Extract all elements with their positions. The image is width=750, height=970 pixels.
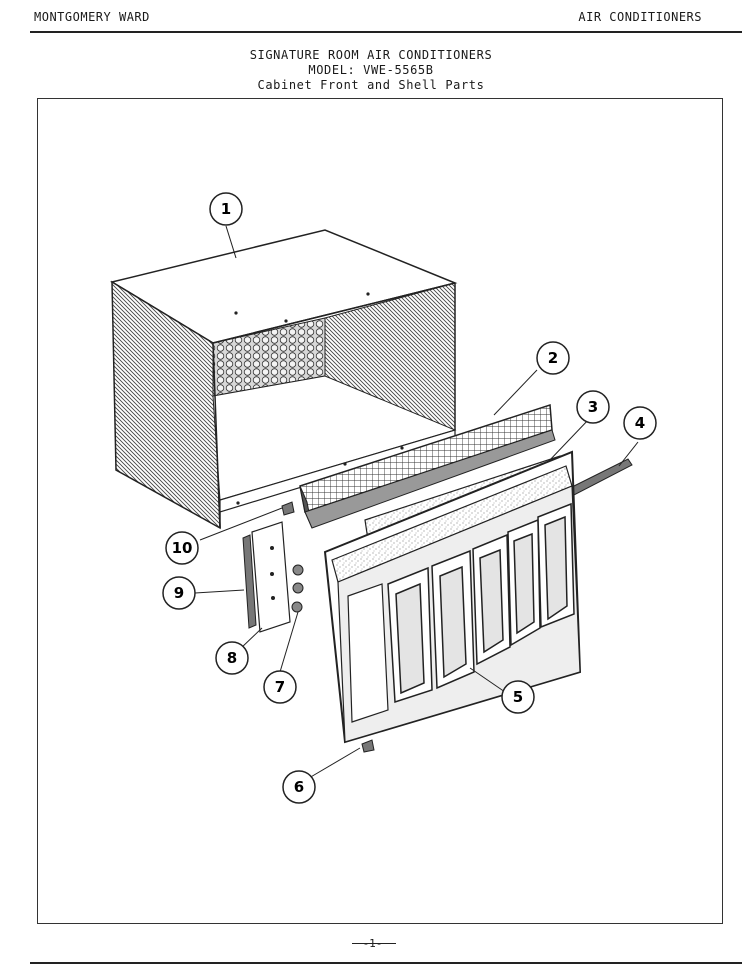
callout-3: 3: [576, 390, 610, 424]
callout-9-label: 9: [174, 584, 184, 602]
callout-9: 9: [162, 576, 196, 610]
cabinet-shell: [110, 229, 458, 530]
callout-4: 4: [623, 406, 657, 440]
front-panel: [323, 450, 582, 744]
callout-10-label: 10: [172, 539, 193, 557]
callout-7-label: 7: [275, 678, 285, 696]
louver-grille: [299, 403, 556, 529]
control-panel: [251, 521, 291, 633]
mounting-screw: [281, 501, 295, 516]
diagram-title: SIGNATURE ROOM AIR CONDITIONERS: [249, 48, 493, 62]
callout-8-label: 8: [227, 649, 237, 667]
header-category: AIR CONDITIONERS: [578, 10, 702, 24]
retaining-clip: [361, 739, 375, 753]
footer-rule: [30, 962, 742, 964]
callout-5-label: 5: [513, 688, 523, 706]
callout-7: 7: [263, 670, 297, 704]
callout-4-label: 4: [635, 414, 645, 432]
callout-10: 10: [165, 531, 199, 565]
front-panel-doors: [387, 502, 575, 704]
callout-1-label: 1: [221, 200, 231, 218]
callout-2: 2: [536, 341, 570, 375]
callout-1: 1: [209, 192, 243, 226]
callout-3-label: 3: [588, 398, 598, 416]
header-manufacturer: MONTGOMERY WARD: [34, 10, 150, 24]
diagram-subtitle: Cabinet Front and Shell Parts: [257, 78, 485, 92]
control-bracket: [242, 534, 257, 629]
callout-6-label: 6: [294, 778, 304, 796]
pivot-rod: [569, 458, 633, 496]
page-number-rule: [352, 943, 396, 944]
control-knobs: [291, 564, 304, 613]
diagram-model: MODEL: VWE-5565B: [308, 63, 434, 77]
callout-5: 5: [501, 680, 535, 714]
diagram-frame: [37, 98, 723, 924]
callout-6: 6: [282, 770, 316, 804]
leader-lines: [194, 225, 639, 779]
header-rule: [30, 31, 742, 33]
callout-8: 8: [215, 641, 249, 675]
callout-2-label: 2: [548, 349, 558, 367]
